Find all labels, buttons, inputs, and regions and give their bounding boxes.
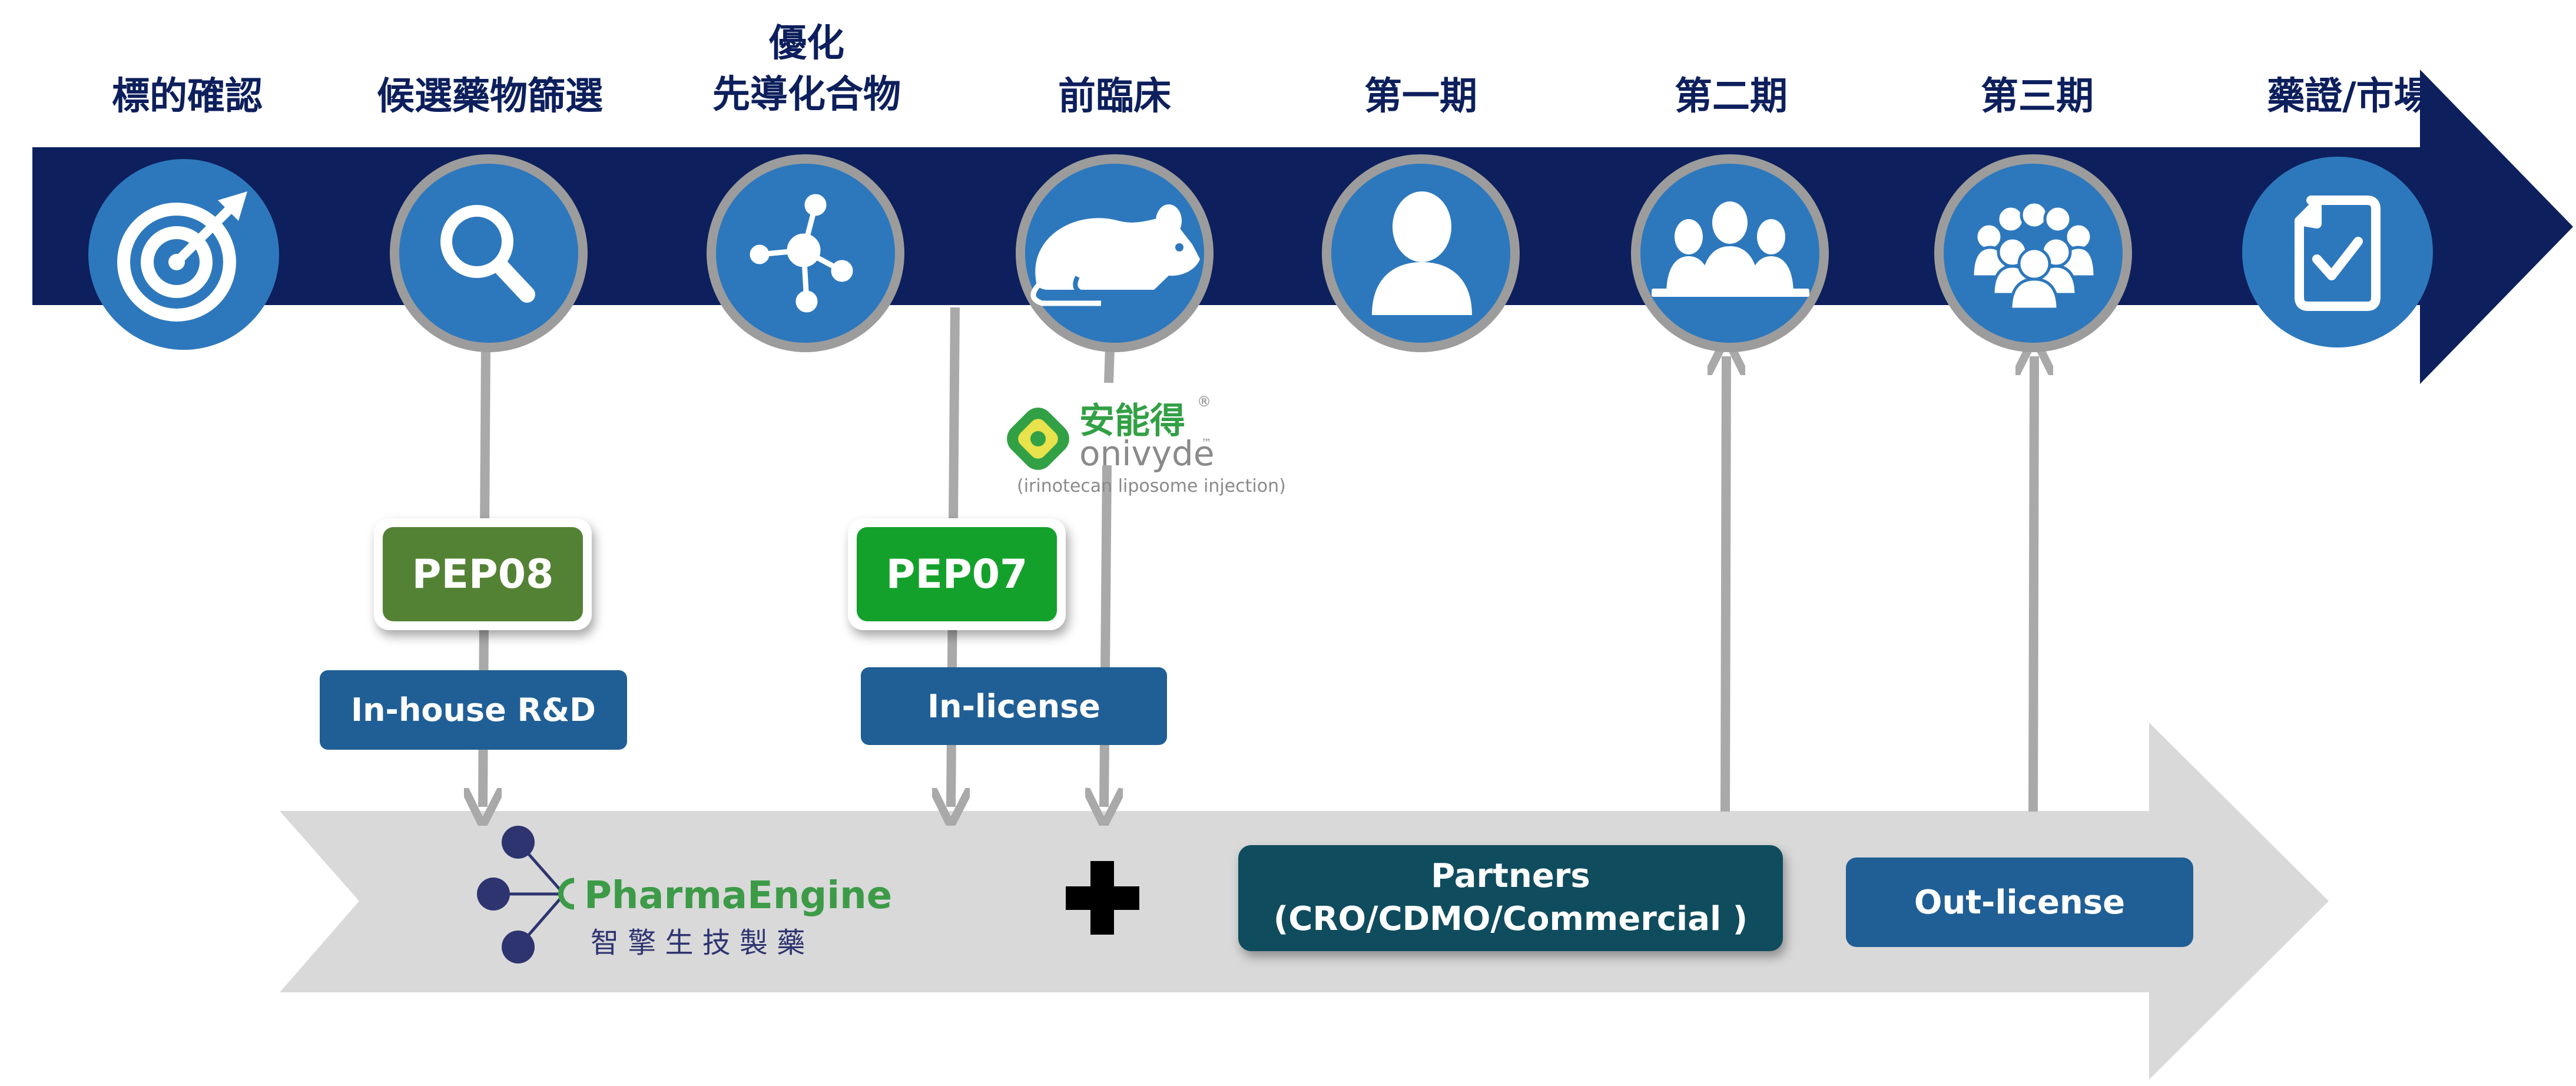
molecule-icon <box>750 194 853 313</box>
stage-label-phase2: 第二期 <box>1675 75 1788 118</box>
onivyde-chinese: 安能得 <box>1079 400 1185 442</box>
partners-box: Partners (CRO/CDMO/Commercial ) <box>1238 845 1783 951</box>
inlicense-text: In-license <box>927 687 1100 725</box>
stage-circle-phase3 <box>1934 154 2132 352</box>
stage-circle-phase1 <box>1322 154 1520 352</box>
stage-label-phase3: 第三期 <box>1981 75 2094 118</box>
stage-circle-screening <box>390 154 588 352</box>
stage-circle-approval-market <box>2242 157 2433 347</box>
stage-circle-phase2 <box>1631 154 1829 352</box>
stage-circle-lead-opt <box>707 154 904 352</box>
onivyde-logo: 安能得 ® onivyde ™ (irinotecan liposome inj… <box>1007 393 1286 496</box>
partners-subtitle: (CRO/CDMO/Commercial ) <box>1273 900 1748 938</box>
plus-symbol-text: + <box>1075 850 1129 925</box>
timeline-band <box>32 69 2573 384</box>
onivyde-generic-name: (irinotecan liposome injection) <box>1017 476 1286 496</box>
connector-preclinical-to-onivyde <box>1104 347 1115 383</box>
pep07-badge: PEP07 <box>848 518 1066 630</box>
stage-label-screening: 候選藥物篩選 <box>377 75 603 118</box>
stage-label-approval-market: 藥證/市場 <box>2267 75 2431 118</box>
onivyde-registered-mark: ® <box>1197 393 1211 410</box>
inhouse-rd-label: In-house R&D <box>320 670 627 750</box>
connector-base-to-phase2 <box>1725 356 1726 812</box>
pep07-badge-inner: PEP07 <box>857 527 1057 621</box>
pharmaengine-logo-mark <box>477 826 575 964</box>
outlicense-box: Out-license <box>1846 857 2193 947</box>
magnifier-icon <box>440 205 535 303</box>
stage-label-preclinical: 前臨床 <box>1058 75 1171 118</box>
outlicense-text: Out-license <box>1914 883 2126 922</box>
pharmaengine-chinese-name: 智 擎 生 技 製 藥 <box>591 926 805 959</box>
stage-circle-target-id <box>88 159 279 350</box>
crowd-icon <box>1971 200 2097 311</box>
plus-sign <box>1066 861 1139 935</box>
stage-label-phase1: 第一期 <box>1364 75 1477 118</box>
clipboard-check-icon <box>2295 196 2381 311</box>
stage-label-target-id: 標的確認 <box>112 75 263 118</box>
connector-base-to-phase3 <box>2033 356 2034 812</box>
pep08-label: PEP08 <box>412 551 554 598</box>
stage-label-lead-opt-line2: 先導化合物 <box>712 73 901 117</box>
target-icon <box>117 191 247 322</box>
pep08-badge-inner: PEP08 <box>383 527 583 621</box>
pharmaengine-name: PharmaEngine <box>584 874 892 918</box>
connector-onivyde-to-base <box>1104 465 1107 807</box>
inhouse-rd-text: In-house R&D <box>351 691 596 729</box>
pep08-badge: PEP08 <box>374 518 592 630</box>
onivyde-tm: ™ <box>1201 437 1212 449</box>
pharmaengine-logo: PharmaEngine 智 擎 生 技 製 藥 <box>477 826 892 964</box>
group-icon <box>1652 201 1809 297</box>
pep07-label: PEP07 <box>886 551 1028 598</box>
mouse-icon <box>1030 204 1200 306</box>
inlicense-label: In-license <box>861 667 1167 745</box>
stage-circle-preclinical <box>1016 154 1214 352</box>
stage-label-lead-opt-line1: 優化 <box>768 22 844 65</box>
onivyde-logo-mark <box>1007 408 1069 470</box>
partners-title: Partners <box>1431 857 1590 896</box>
onivyde-name: onivyde <box>1079 433 1215 474</box>
person-icon <box>1372 191 1472 315</box>
